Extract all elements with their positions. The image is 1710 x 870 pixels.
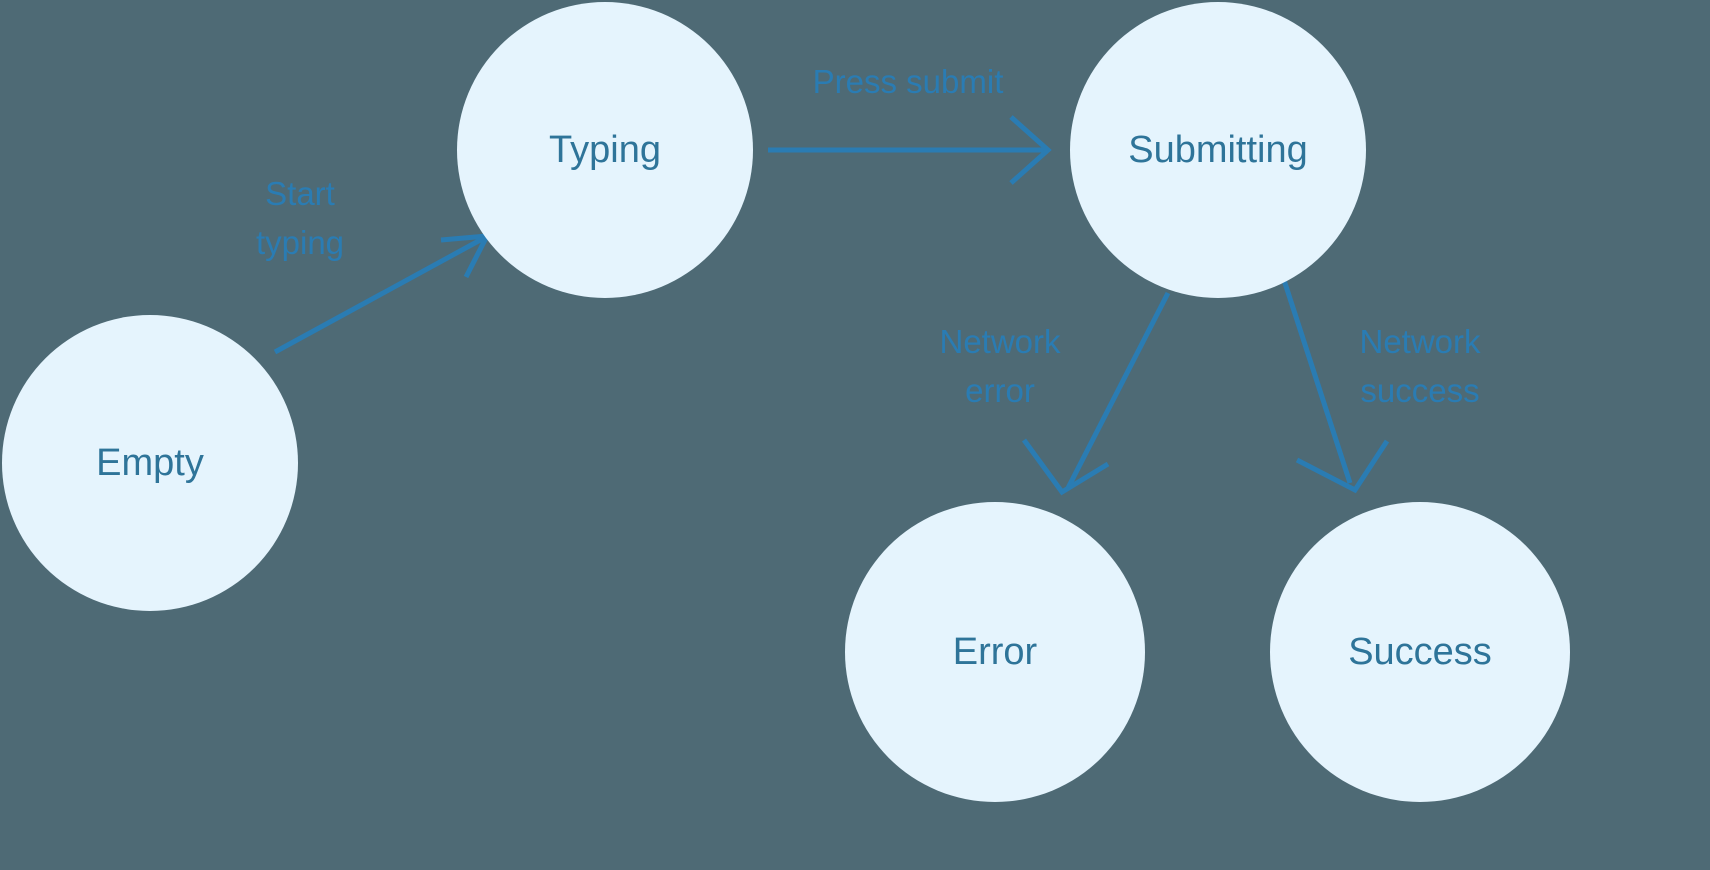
edge-label-line-1: Network: [939, 323, 1061, 360]
edge-line-submitting-to-success: [1280, 276, 1353, 484]
state-node-circle-empty[interactable]: [2, 315, 298, 611]
arrowhead-submitting-to-error: [1021, 438, 1110, 496]
edge-label-empty-to-typing: Start typing: [256, 175, 344, 261]
edge-line-empty-to-typing: [273, 235, 486, 355]
state-node-typing[interactable]: Typing: [457, 2, 753, 298]
edge-submitting-to-error: [1021, 291, 1171, 496]
edge-typing-to-submitting: [768, 115, 1052, 185]
state-node-label-empty: Empty: [96, 442, 204, 484]
edge-label-line-1: Network: [1359, 323, 1481, 360]
state-node-circle-typing[interactable]: [457, 2, 753, 298]
state-node-circle-error[interactable]: [845, 502, 1145, 802]
state-node-error[interactable]: Error: [845, 502, 1145, 802]
state-node-label-error: Error: [953, 631, 1038, 673]
edge-label-line-1: Press submit: [813, 63, 1004, 100]
state-node-label-typing: Typing: [549, 129, 661, 171]
arrowhead-typing-to-submitting: [1009, 115, 1052, 185]
state-node-submitting[interactable]: Submitting: [1070, 2, 1366, 298]
edge-line-submitting-to-error: [1065, 291, 1171, 490]
edge-label-line-1: Start: [265, 175, 335, 212]
state-node-circle-submitting[interactable]: [1070, 2, 1366, 298]
edge-label-typing-to-submitting: Press submit: [813, 63, 1004, 100]
edge-label-line-2: success: [1360, 372, 1479, 409]
state-node-empty[interactable]: Empty: [2, 315, 298, 611]
arrowhead-submitting-to-success: [1295, 439, 1390, 494]
state-node-success[interactable]: Success: [1270, 502, 1570, 802]
edge-label-line-2: typing: [256, 224, 344, 261]
state-node-label-submitting: Submitting: [1128, 129, 1308, 171]
edge-label-submitting-to-success: Network success: [1359, 323, 1481, 409]
edge-label-submitting-to-error: Network error: [939, 323, 1061, 409]
edge-submitting-to-success: [1280, 276, 1390, 494]
edge-label-line-2: error: [965, 372, 1035, 409]
state-node-label-success: Success: [1348, 631, 1492, 673]
state-node-circle-success[interactable]: [1270, 502, 1570, 802]
